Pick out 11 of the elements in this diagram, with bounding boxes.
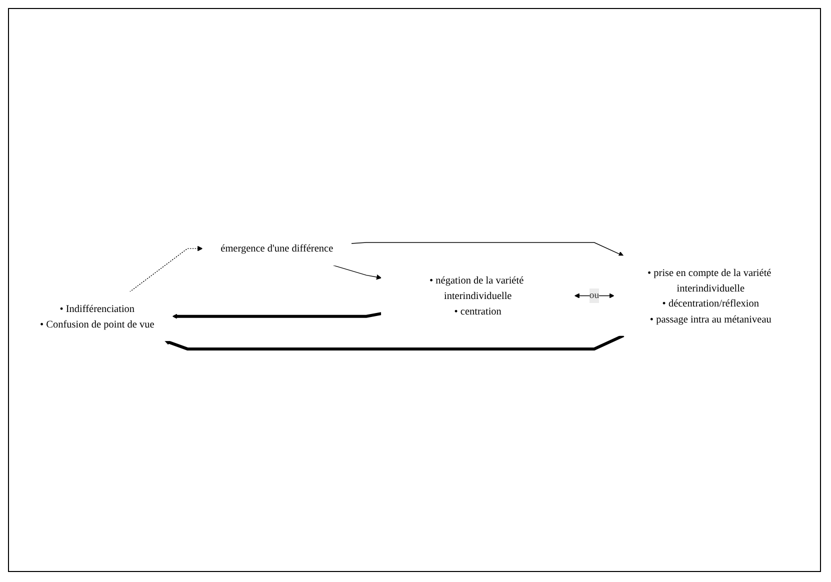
node-text: • Indifférenciation • Confusion de point de vue: [40, 302, 154, 330]
arrow: [172, 312, 382, 319]
node-text: • négation de la variété interindividuelle • centration: [430, 274, 524, 316]
arrow: [129, 246, 203, 292]
node-text: émergence d'une différence: [220, 242, 334, 254]
arrow: [574, 292, 614, 298]
arrow: [332, 264, 382, 280]
arrow: [350, 242, 624, 256]
arrow: [164, 334, 624, 350]
node-text: • prise en compte de la variété interindividuelle • décentration/réflexion • passage intra au métaniveau: [648, 266, 772, 324]
edge-label: ou: [589, 290, 600, 300]
